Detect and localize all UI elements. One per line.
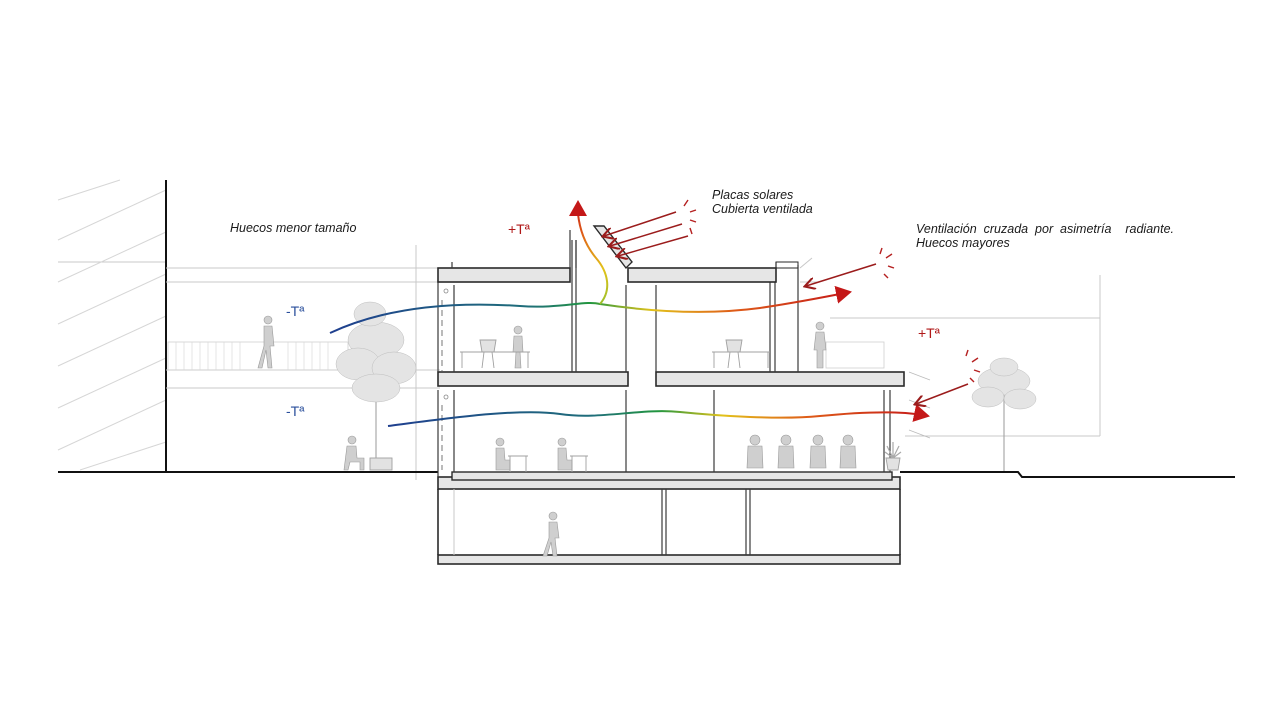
- temp-cold-upper: -Tª: [286, 303, 305, 319]
- plant-icon: [884, 442, 902, 459]
- temp-hot-right: +Tª: [918, 325, 941, 341]
- ground-floor: [437, 390, 893, 481]
- sun-ray-icon: [965, 349, 981, 383]
- basement: [437, 476, 901, 565]
- person-icon: [542, 511, 560, 557]
- roof: [437, 225, 820, 283]
- person-icon: [495, 437, 511, 471]
- furniture: [369, 339, 901, 472]
- label-huecos-menor: Huecos menor tamaño: [230, 221, 357, 235]
- person-icon: [746, 434, 764, 469]
- person-icon: [343, 435, 365, 471]
- label-cubierta-ventilada: Cubierta ventilada: [712, 202, 813, 216]
- tree-icon: [335, 301, 417, 458]
- flow-curve-lower: [387, 404, 930, 427]
- neighbour-building: [57, 179, 167, 472]
- temp-cold-lower: -Tª: [286, 403, 305, 419]
- person-icon: [809, 434, 827, 469]
- solar-arrows: [604, 199, 981, 404]
- flow-curve-rising: [569, 200, 609, 305]
- label-huecos-mayores: Huecos mayores: [916, 236, 1010, 250]
- air-flow: [329, 200, 930, 427]
- ground-line: [58, 471, 1235, 478]
- flow-curve-upper: [329, 285, 852, 334]
- person-icon: [839, 434, 857, 469]
- tree-icon: [971, 357, 1037, 471]
- person-icon: [777, 434, 795, 469]
- sun-ray-icon: [683, 199, 697, 235]
- person-icon: [557, 437, 573, 471]
- person-icon: [257, 315, 275, 369]
- first-floor: [437, 240, 905, 387]
- label-ventilacion-cruzada: Ventilación cruzada por asimetría radian…: [916, 222, 1174, 236]
- person-icon: [813, 321, 827, 369]
- background-elevation: [166, 245, 1101, 480]
- temp-hot-roof: +Tª: [508, 221, 531, 237]
- label-placas-solares: Placas solares: [712, 188, 793, 202]
- sun-ray-icon: [879, 247, 895, 279]
- person-icon: [512, 325, 524, 369]
